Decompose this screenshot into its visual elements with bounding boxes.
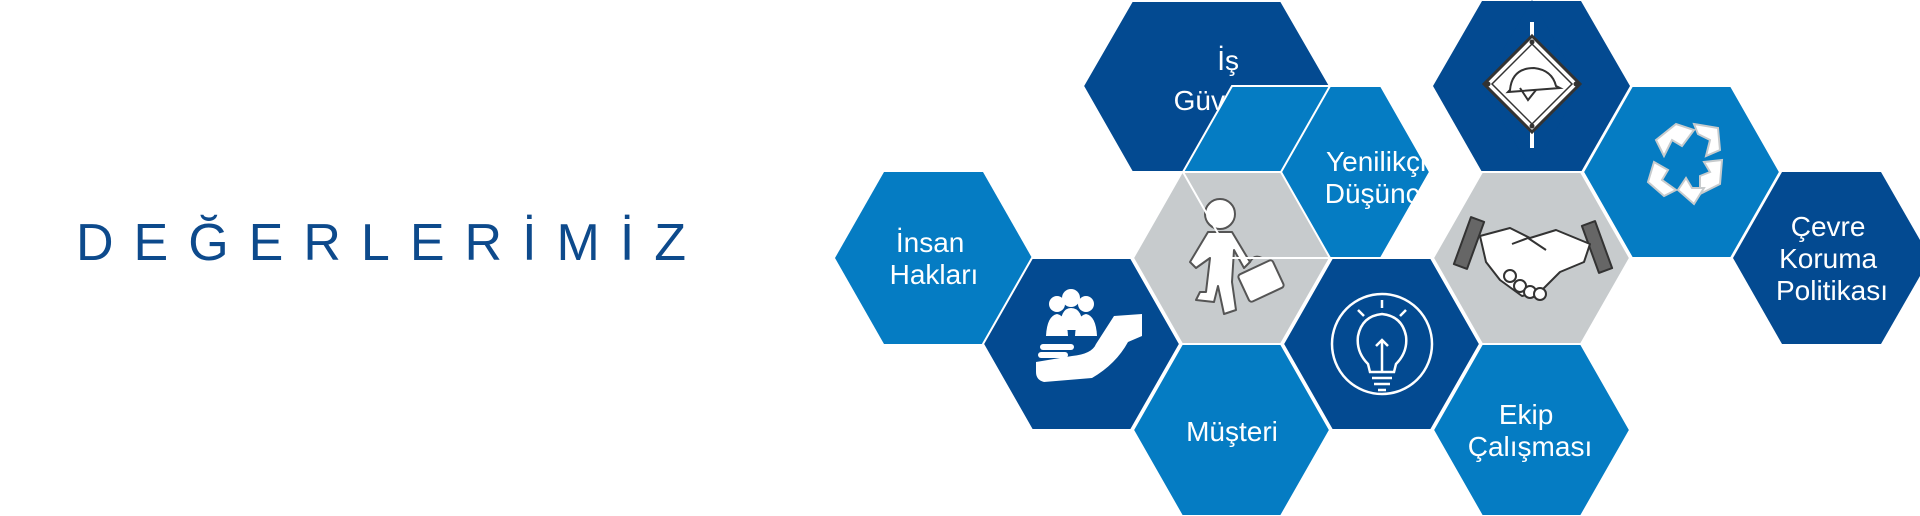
hex-insan-haklari-label: İnsan Hakları: [890, 227, 979, 290]
label-line: İş: [1217, 45, 1239, 76]
hex-musteri-label: Müşteri: [1186, 416, 1278, 447]
hard-hat-sign-icon: [1481, 22, 1583, 148]
hex-yenilikci-dusunce-label: Yenilikçi Düşünce: [1325, 146, 1436, 209]
hex-recycle: [1583, 86, 1780, 258]
label-line: Yenilikçi: [1326, 146, 1426, 177]
label-line: İnsan: [896, 227, 965, 258]
hex-cevre-koruma: Çevre Koruma Politikası: [1733, 172, 1920, 344]
hand-holding-people-icon: [1036, 289, 1142, 382]
lightbulb-icon: [1330, 292, 1434, 396]
label-line: Çevre: [1791, 211, 1866, 242]
recycle-icon: [1646, 122, 1724, 206]
walking-person-briefcase-icon: [1189, 198, 1285, 315]
label-line: Hakları: [890, 259, 979, 290]
hex-ekip-calismasi: Ekip Çalışması: [1433, 344, 1630, 516]
hex-ekip-calismasi-label: Ekip Çalışması: [1468, 399, 1592, 462]
hex-insan-haklari: İnsan Hakları: [835, 172, 1032, 344]
hex-cevre-koruma-label: Çevre Koruma Politikası: [1776, 211, 1888, 306]
label-line: Koruma: [1779, 243, 1877, 274]
hex-hand-holding-people: [983, 258, 1180, 430]
handshake-icon: [1452, 216, 1614, 301]
hex-borders: [981, 0, 1782, 516]
label-line: Müşteri: [1186, 416, 1278, 447]
hex-musteri: Müşteri: [1133, 344, 1330, 516]
label-line: Politikası: [1776, 275, 1888, 306]
label-line: Ekip: [1499, 399, 1553, 430]
label-line: Çalışması: [1468, 431, 1592, 462]
page-title: DEĞERLERİMİZ: [76, 214, 707, 272]
